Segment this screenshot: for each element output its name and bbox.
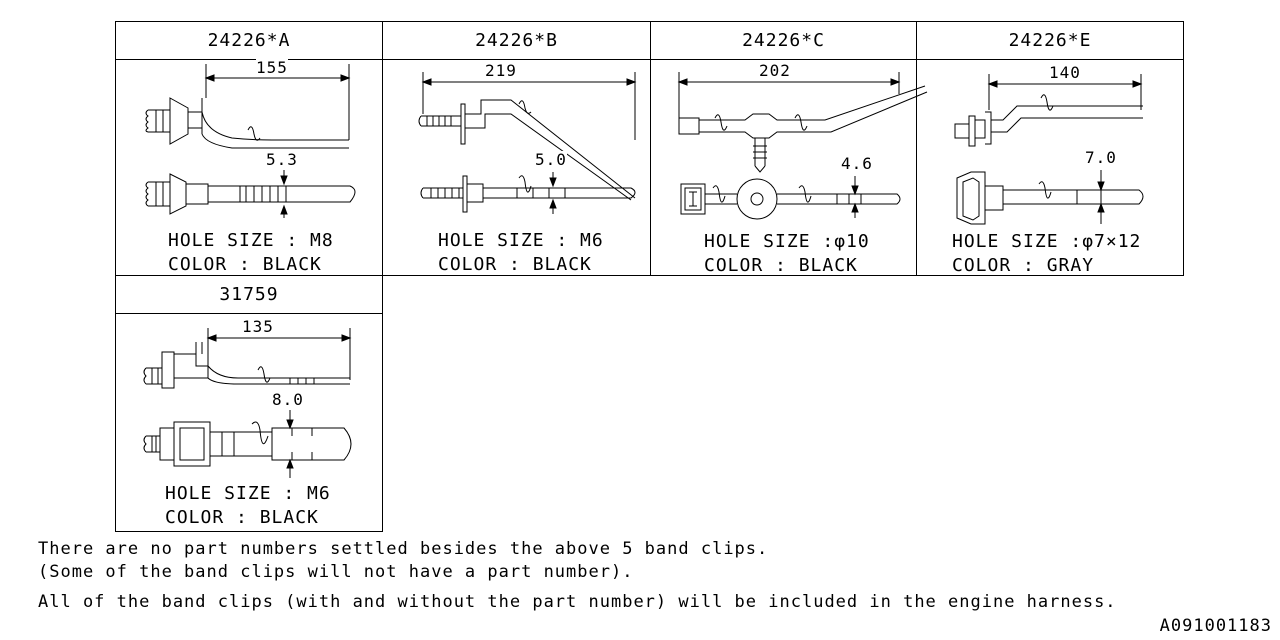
part-number-31759: 31759 bbox=[116, 276, 382, 314]
cell-divider bbox=[382, 21, 383, 276]
band-clip-e-drawing: 140 7.0 bbox=[917, 60, 1183, 230]
band-clip-a-drawing: 155 5.3 bbox=[116, 60, 382, 230]
note-line-3: All of the band clips (with and without … bbox=[38, 592, 1117, 612]
hole-size-c: HOLE SIZE :φ10 bbox=[704, 231, 870, 252]
color-31759: COLOR : BLACK bbox=[165, 507, 319, 528]
cell-divider bbox=[916, 21, 917, 276]
hole-size-b: HOLE SIZE : M6 bbox=[438, 230, 604, 251]
clip-table-bottom bbox=[115, 275, 383, 532]
width-c: 4.6 bbox=[841, 154, 873, 173]
color-e: COLOR : GRAY bbox=[952, 255, 1095, 276]
part-number-c: 24226*C bbox=[651, 22, 916, 60]
part-number-a: 24226*A bbox=[116, 22, 382, 60]
hole-size-a: HOLE SIZE : M8 bbox=[168, 230, 334, 251]
length-c: 202 bbox=[759, 61, 791, 80]
part-number-e: 24226*E bbox=[917, 22, 1183, 60]
color-a: COLOR : BLACK bbox=[168, 254, 322, 275]
hole-size-e: HOLE SIZE :φ7×12 bbox=[952, 231, 1142, 252]
band-clip-31759-drawing: 135 8.0 bbox=[116, 314, 382, 486]
length-a: 155 bbox=[256, 58, 288, 77]
note-line-2: (Some of the band clips will not have a … bbox=[38, 562, 634, 582]
length-31759: 135 bbox=[242, 317, 274, 336]
color-b: COLOR : BLACK bbox=[438, 254, 592, 275]
width-e: 7.0 bbox=[1085, 148, 1117, 167]
diagram-code: A091001183 bbox=[1159, 616, 1272, 636]
part-number-b: 24226*B bbox=[383, 22, 650, 60]
width-a: 5.3 bbox=[266, 150, 298, 169]
length-b: 219 bbox=[485, 61, 517, 80]
clip-table-top bbox=[115, 21, 1184, 276]
length-e: 140 bbox=[1049, 63, 1081, 82]
width-b: 5.0 bbox=[535, 150, 567, 169]
cell-divider bbox=[650, 21, 651, 276]
band-clip-b-drawing: 219 5.0 bbox=[383, 60, 650, 230]
band-clip-c-drawing: 202 4.6 bbox=[651, 60, 916, 230]
color-c: COLOR : BLACK bbox=[704, 255, 858, 276]
hole-size-31759: HOLE SIZE : M6 bbox=[165, 483, 331, 504]
width-31759: 8.0 bbox=[272, 390, 304, 409]
note-line-1: There are no part numbers settled beside… bbox=[38, 539, 769, 559]
